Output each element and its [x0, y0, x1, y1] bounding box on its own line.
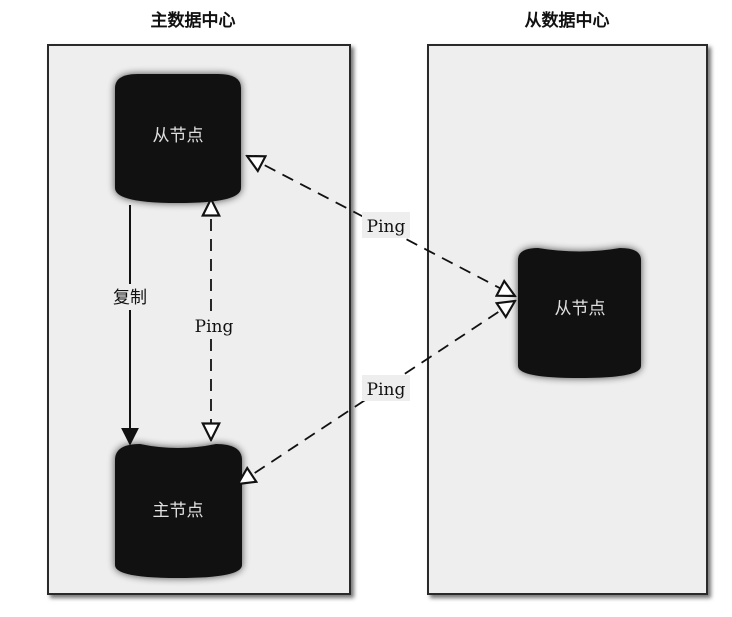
- lower-ping-label-bg: [362, 375, 410, 401]
- vertical-ping-label: Ping: [195, 317, 234, 337]
- primary-slave-label: 从节点: [153, 126, 204, 146]
- secondary-slave-node: 从节点: [518, 248, 641, 378]
- replication-label-bg: [104, 284, 156, 310]
- upper-ping-label: Ping: [367, 217, 406, 237]
- lower-ping-label: Ping: [367, 380, 406, 400]
- vertical-ping-label-bg: [191, 313, 235, 339]
- secondary-datacenter-title: 从数据中心: [524, 11, 610, 31]
- primary-datacenter-title: 主数据中心: [150, 11, 236, 31]
- primary-master-node: 主节点: [115, 444, 242, 578]
- primary-slave-node: 从节点: [115, 74, 241, 203]
- primary-master-label: 主节点: [153, 501, 204, 521]
- secondary-slave-label: 从节点: [555, 299, 606, 319]
- replication-label: 复制: [113, 288, 147, 308]
- upper-ping-label-bg: [362, 212, 410, 238]
